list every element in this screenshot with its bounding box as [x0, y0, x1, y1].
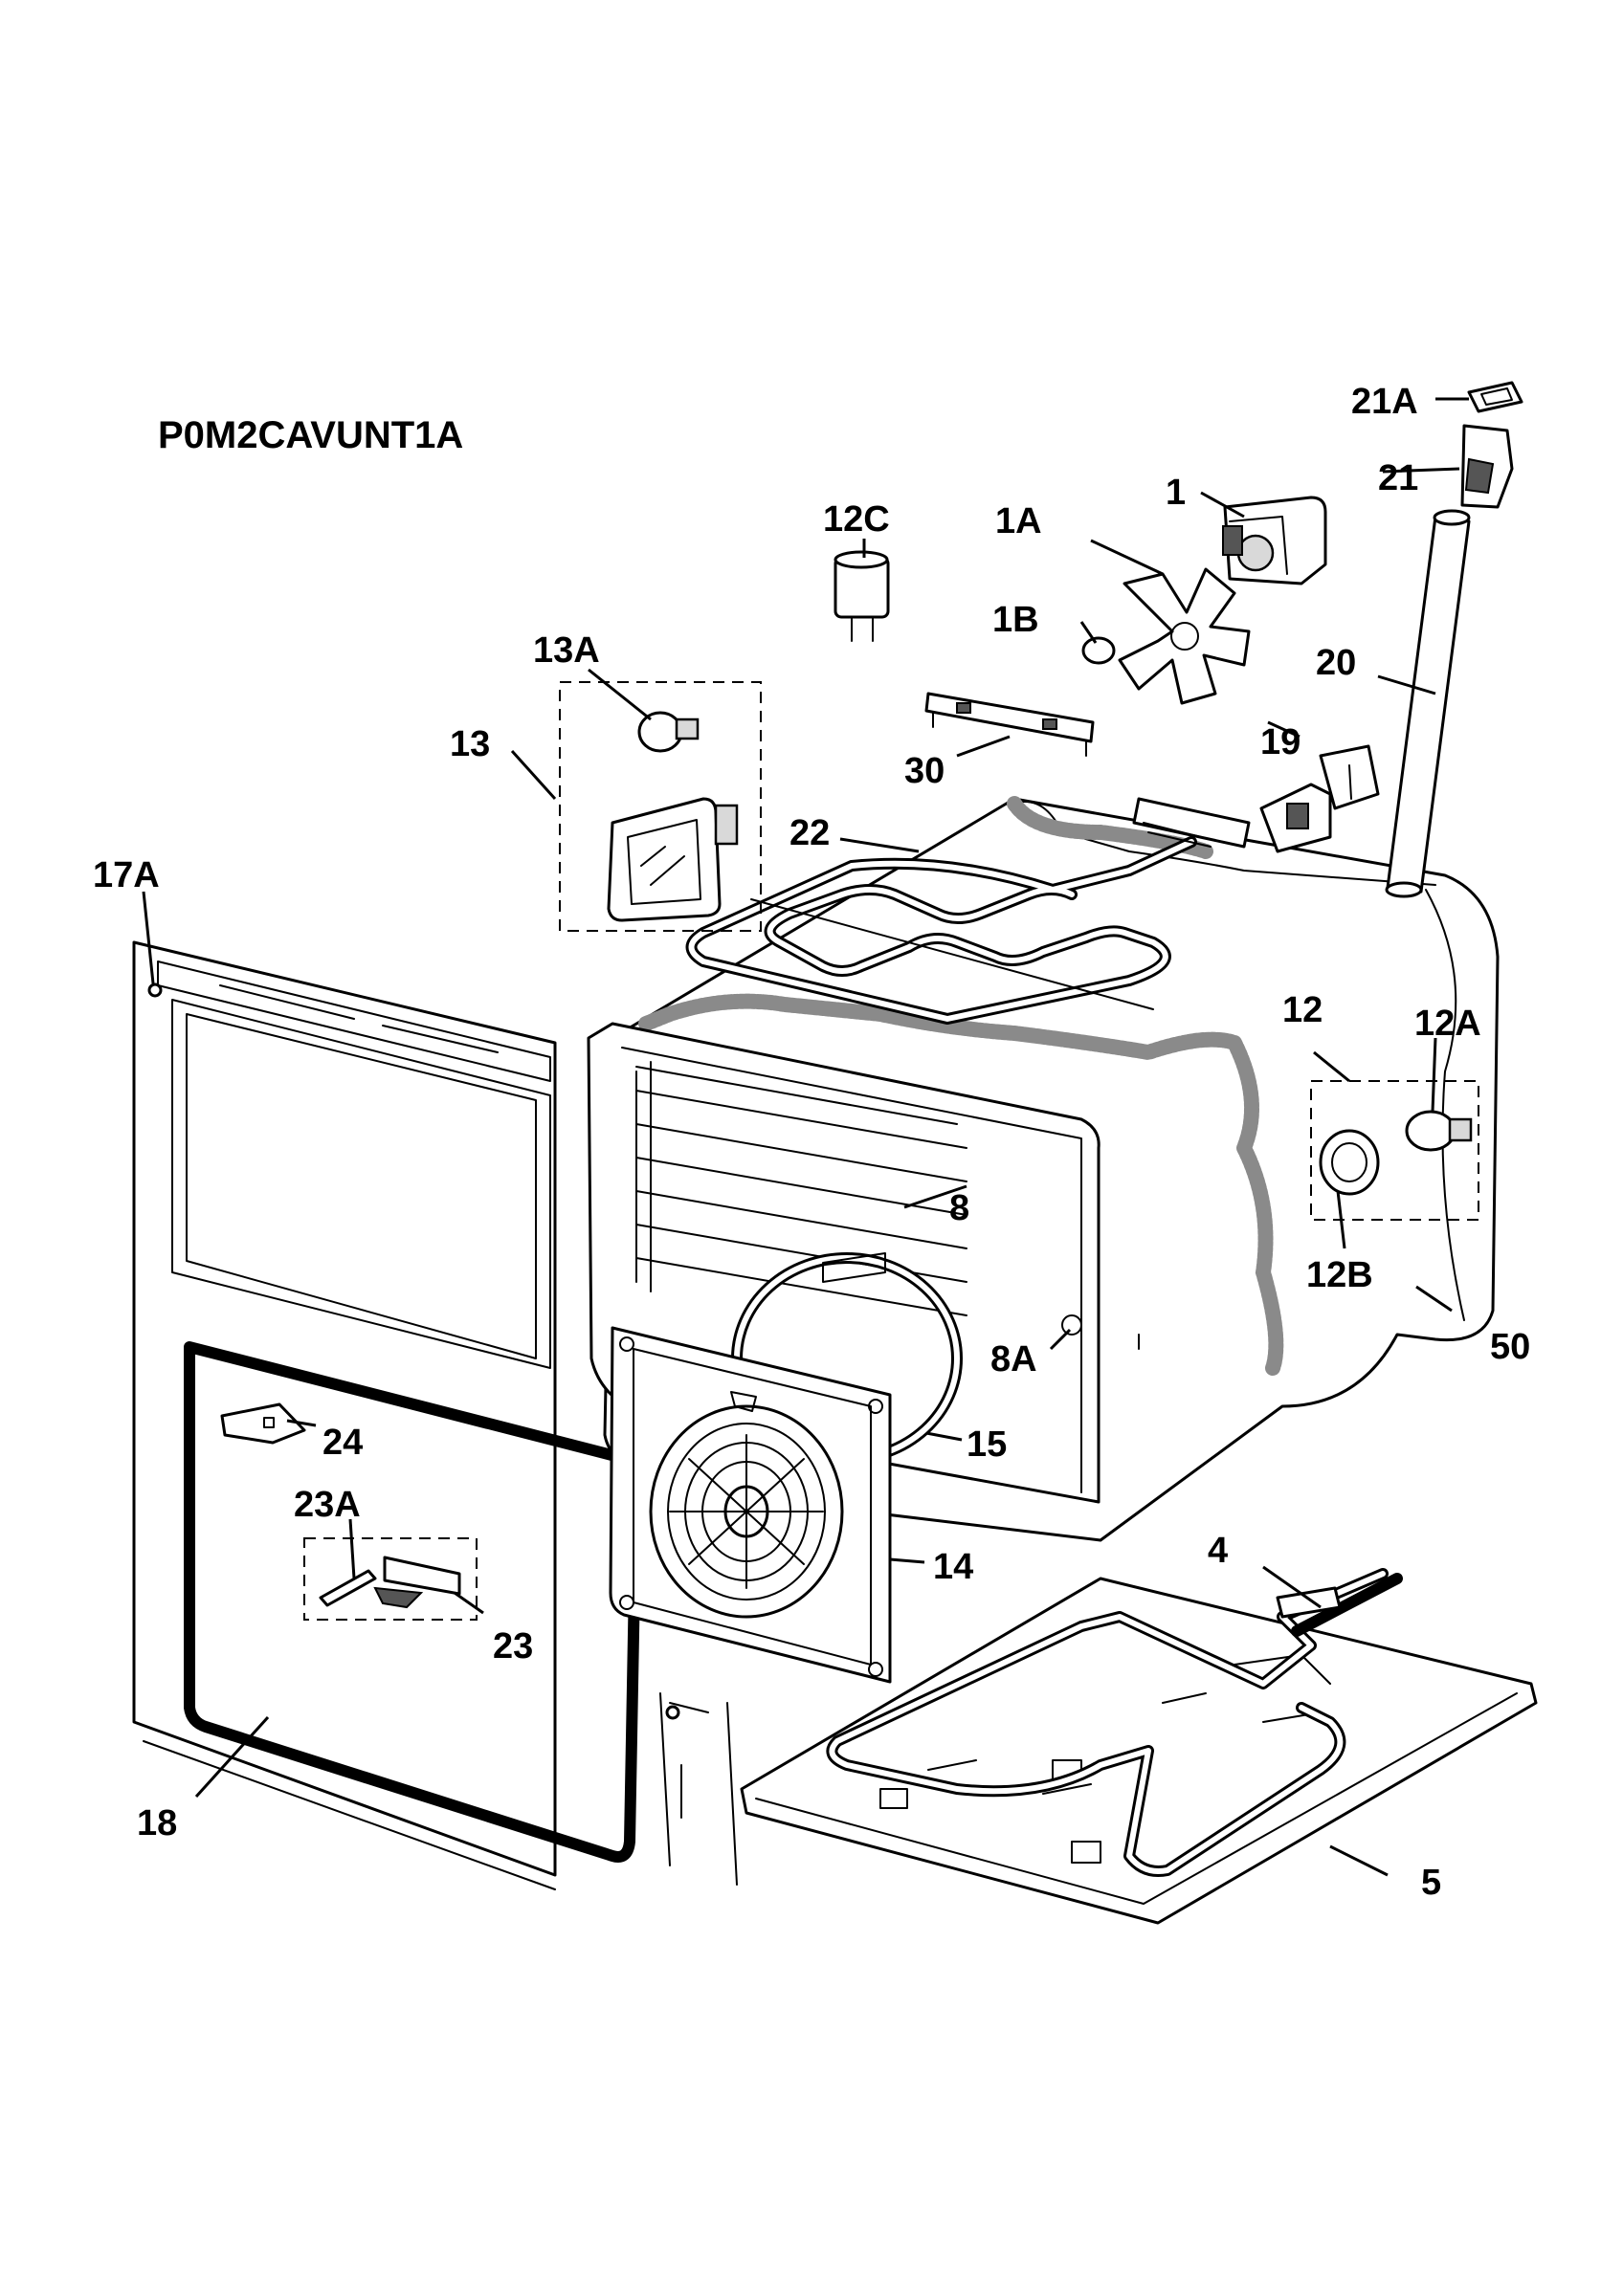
callout-12a: 12A [1414, 1004, 1481, 1044]
vent-cap [1460, 424, 1514, 509]
callout-12b: 12B [1306, 1255, 1373, 1295]
callout-15: 15 [967, 1424, 1007, 1465]
oven-lamp-box [1310, 1080, 1479, 1221]
lamp-assembly-box [559, 681, 762, 932]
callout-21a: 21A [1351, 382, 1418, 422]
lamp-housing [607, 797, 739, 922]
top-grill-element [685, 797, 1251, 1025]
callout-5: 5 [1421, 1863, 1441, 1903]
callout-1b: 1B [992, 600, 1039, 640]
callout-23: 23 [493, 1626, 533, 1667]
leader-lines [142, 397, 1469, 1877]
callout-22: 22 [789, 813, 830, 853]
hinge-bracket [220, 1402, 306, 1445]
callout-23a: 23A [294, 1485, 361, 1525]
callout-24: 24 [322, 1423, 363, 1463]
model-code: P0M2CAVUNT1A [158, 414, 463, 456]
capacitor [834, 550, 890, 642]
vent-tube [1385, 509, 1471, 898]
thermostat-bracket [1259, 744, 1380, 853]
latch-assembly-box [303, 1537, 478, 1621]
door-front-frame [132, 940, 738, 1890]
fan-blade [1118, 567, 1251, 705]
callout-1: 1 [1166, 473, 1186, 513]
callout-30: 30 [904, 751, 945, 791]
callout-14: 14 [933, 1547, 973, 1587]
callout-21: 21 [1378, 458, 1418, 498]
fan-nut [1081, 636, 1116, 665]
callout-17a: 17A [93, 855, 160, 895]
callout-12: 12 [1282, 990, 1323, 1030]
fan-cover [609, 1326, 892, 1684]
oven-lamp-holder [1319, 1129, 1380, 1196]
fan-motor [1222, 496, 1327, 585]
bottom-element [826, 1568, 1403, 1877]
callout-13a: 13A [533, 630, 600, 671]
callout-19: 19 [1260, 722, 1301, 762]
callout-1a: 1A [995, 501, 1042, 541]
screw-17a-icon [147, 982, 163, 998]
callout-13: 13 [450, 724, 490, 764]
callout-4: 4 [1208, 1531, 1228, 1571]
callout-8: 8 [949, 1188, 969, 1228]
latch-plate [373, 1556, 461, 1609]
callout-50: 50 [1490, 1327, 1530, 1367]
latch-pin [319, 1569, 377, 1607]
lamp-bulb-13a [637, 711, 700, 753]
callout-12c: 12C [823, 499, 890, 540]
callout-18: 18 [137, 1803, 177, 1843]
callout-8a: 8A [990, 1339, 1037, 1380]
oven-lamp-bulb-12a [1405, 1110, 1473, 1152]
callout-20: 20 [1316, 643, 1356, 683]
bracket-30 [924, 692, 1095, 757]
vent-grille [1467, 381, 1523, 413]
cavity-fastener-8a-icon [1061, 1314, 1082, 1336]
callout-labels: 1 1A 1B 4 5 8 8A 12 12A 12B 12C 13 13A 1… [93, 382, 1530, 1903]
